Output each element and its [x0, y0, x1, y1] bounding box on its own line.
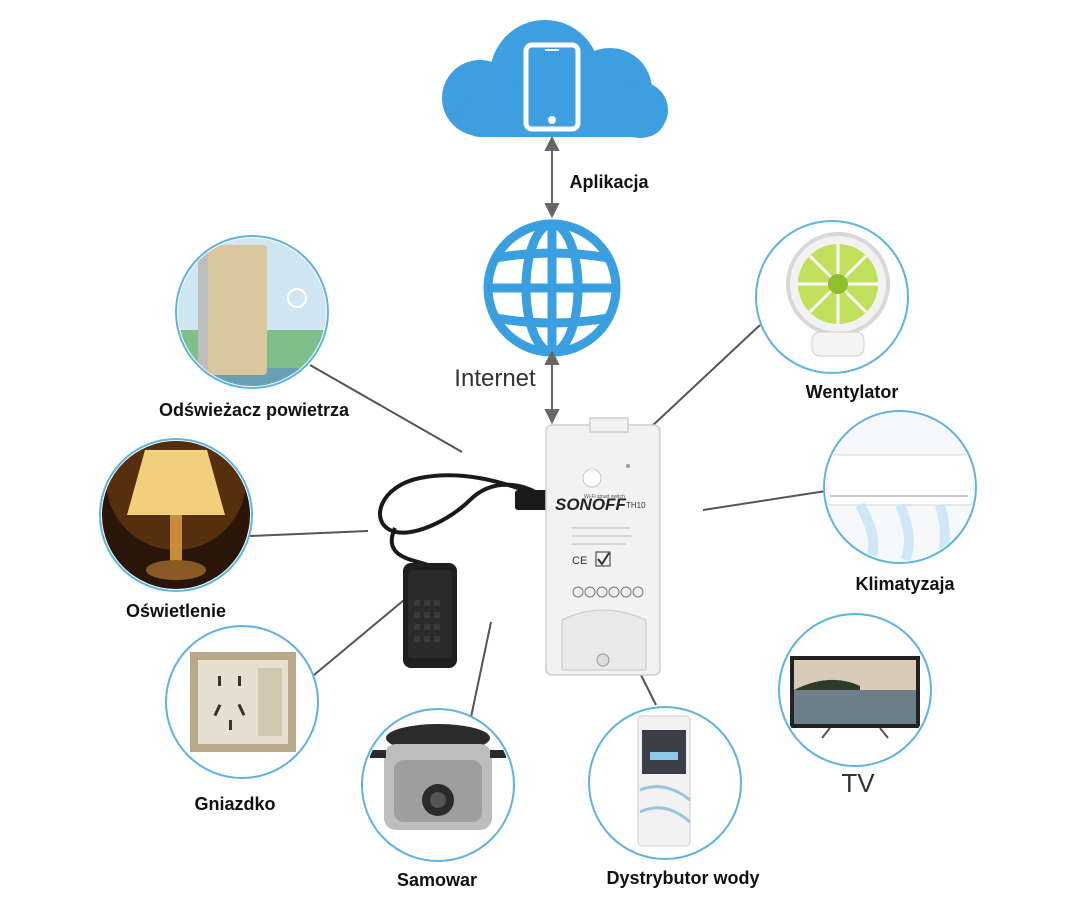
app-link-arrow: [544, 135, 560, 219]
fan-icon: [758, 223, 906, 371]
appliance-air-conditioner: [823, 410, 977, 564]
sensor-icon: [403, 563, 457, 668]
label-cooker: Samowar: [396, 870, 478, 890]
appliance-lamp: [99, 438, 253, 592]
appliance-socket: [165, 625, 319, 779]
cloud-phone-icon: [442, 20, 668, 138]
appliance-tv: [778, 613, 932, 767]
label-lamp: Oświetlenie: [125, 601, 227, 621]
tv-icon: [781, 616, 929, 764]
label-water-dispenser: Dystrybutor wody: [606, 868, 760, 888]
internet-link-arrow: [544, 349, 560, 425]
label-internet: Internet: [454, 365, 536, 392]
device-brand: SONOFF: [555, 495, 626, 514]
air-conditioner-icon: [826, 413, 974, 561]
appliance-cooker: [361, 708, 515, 862]
label-socket: Gniazdko: [194, 794, 276, 814]
air-purifier-icon: [178, 238, 326, 386]
label-air-conditioner: Klimatyzaja: [855, 574, 955, 594]
cable-plug: [515, 490, 549, 510]
appliance-water-dispenser: [588, 706, 742, 860]
label-tv: TV: [841, 768, 875, 798]
ce-mark-icon: CE: [572, 555, 587, 567]
socket-icon: [168, 628, 316, 776]
sensor-cable: [378, 473, 547, 568]
sonoff-device: SONOFF TH10 Wi-Fi smart switch CE: [545, 417, 661, 676]
label-fan: Wentylator: [805, 382, 899, 402]
device-tagline: Wi-Fi smart switch: [584, 494, 625, 500]
water-dispenser-icon: [591, 709, 739, 857]
check-mark-icon: [595, 551, 611, 567]
pressure-cooker-icon: [364, 711, 512, 859]
lamp-icon: [102, 441, 250, 589]
device-model: TH10: [626, 501, 646, 510]
appliance-fan: [755, 220, 909, 374]
terminal-markings: [572, 586, 644, 598]
appliance-air-purifier: [175, 235, 329, 389]
label-app: Aplikacja: [569, 172, 649, 192]
globe-icon: [483, 219, 621, 357]
connector-lines: [249, 324, 827, 723]
label-air-purifier: Odświeżacz powietrza: [158, 400, 350, 420]
